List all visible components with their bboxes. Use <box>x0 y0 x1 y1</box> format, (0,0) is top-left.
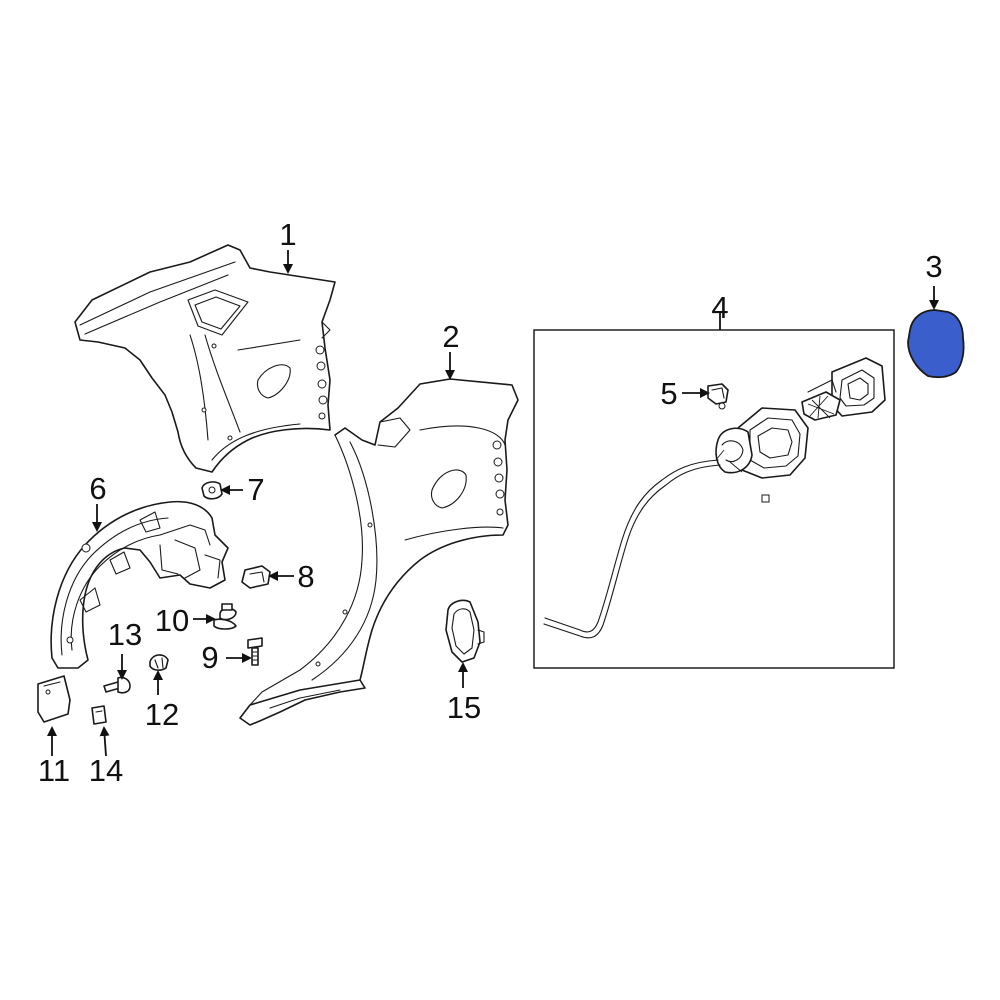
callout-2: 2 <box>442 319 459 354</box>
callout-12: 12 <box>145 697 179 732</box>
callout-5: 5 <box>660 376 677 411</box>
part-9-bolt[interactable] <box>247 637 263 666</box>
callout-8: 8 <box>297 559 314 594</box>
callout-6: 6 <box>89 471 106 506</box>
callout-3: 3 <box>925 249 942 284</box>
part-4-group-box <box>533 329 895 669</box>
part-4-fuel-door-housing[interactable] <box>715 407 809 503</box>
part-8-bracket[interactable] <box>241 565 271 589</box>
part-14-retainer[interactable] <box>91 705 107 725</box>
callout-4: 4 <box>711 290 728 325</box>
part-4-fuel-cable[interactable] <box>543 459 721 639</box>
part-2-outer-quarter-panel[interactable] <box>239 378 519 726</box>
callout-13: 13 <box>108 617 142 652</box>
part-1-inner-quarter-panel[interactable] <box>74 244 336 473</box>
part-12-clip[interactable] <box>149 654 169 671</box>
callout-labels: 1 2 3 4 5 6 7 8 9 10 11 12 13 14 15 <box>38 217 943 788</box>
part-11-mud-flap[interactable] <box>37 675 71 723</box>
part-4-fuel-door-frame[interactable] <box>801 357 886 421</box>
part-15-housing[interactable] <box>445 599 485 663</box>
callout-7: 7 <box>247 472 264 507</box>
part-6-wheel-liner[interactable] <box>50 500 229 669</box>
callout-9: 9 <box>201 640 218 675</box>
leader-lines <box>47 250 939 757</box>
callout-11: 11 <box>38 753 70 788</box>
part-7-clip[interactable] <box>201 481 223 500</box>
part-13-screw[interactable] <box>103 676 131 694</box>
callout-15: 15 <box>447 690 481 725</box>
part-5-clip[interactable] <box>707 383 729 410</box>
part-10-push-clip[interactable] <box>213 603 237 630</box>
callout-10: 10 <box>155 603 189 638</box>
callout-14: 14 <box>89 753 123 788</box>
callout-1: 1 <box>279 217 296 252</box>
part-3-fuel-door[interactable] <box>907 309 965 379</box>
